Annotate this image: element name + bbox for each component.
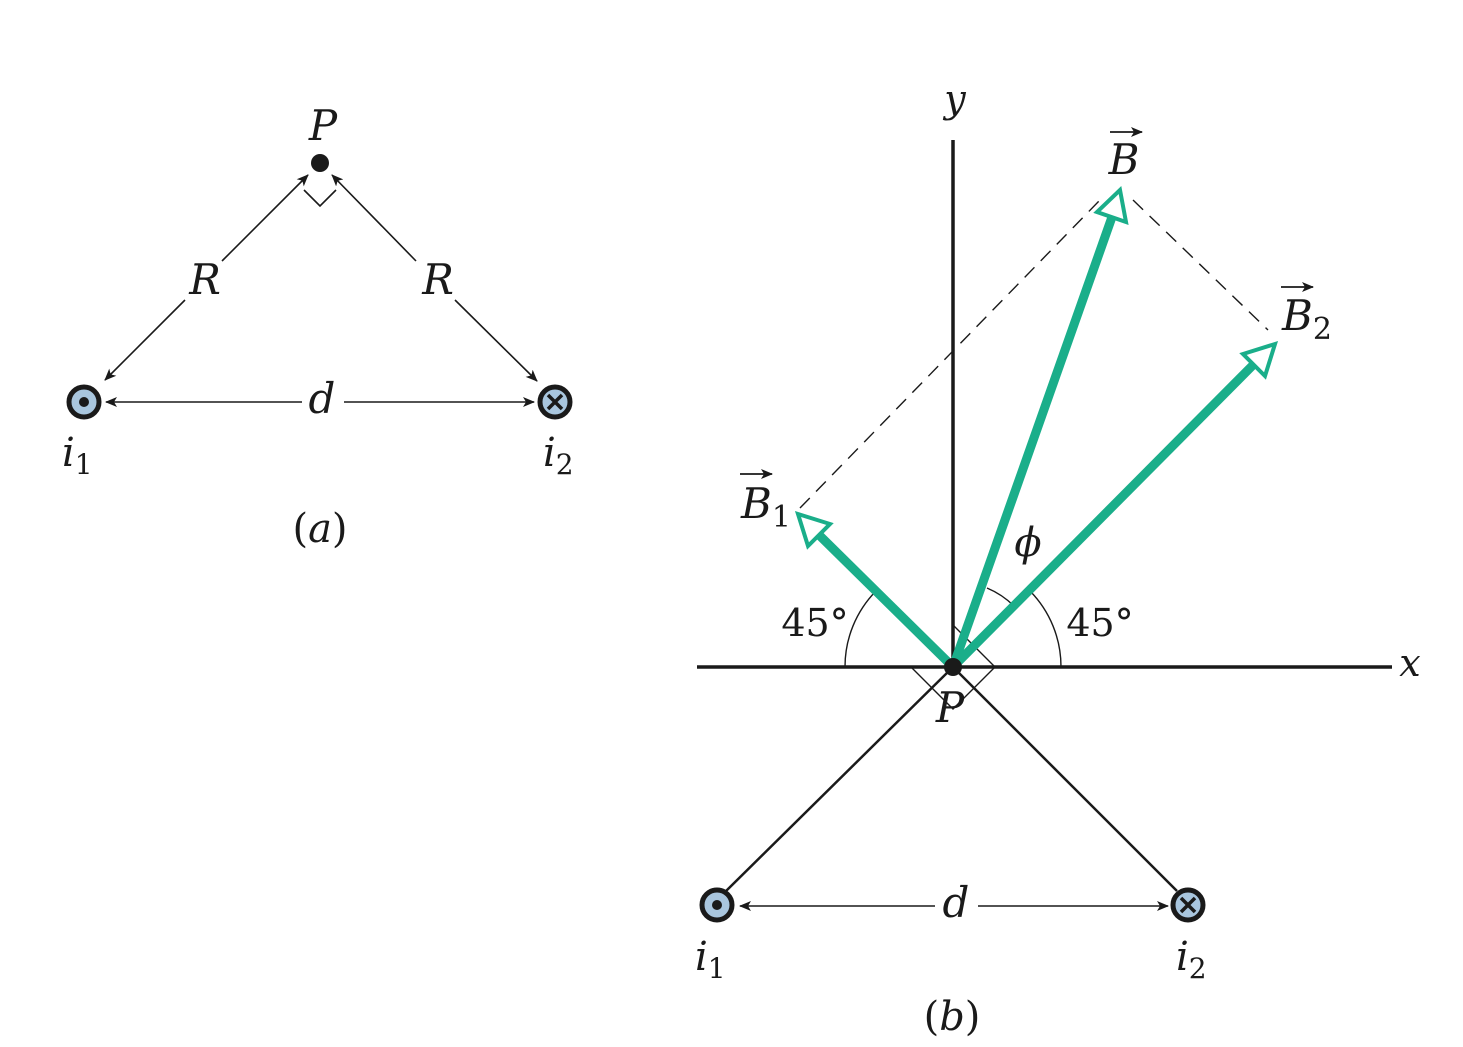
vector-b2 <box>949 340 1279 671</box>
out-of-page-dot-icon <box>66 384 102 420</box>
vector-b1 <box>794 510 957 671</box>
wire1-label-b: i1 <box>695 934 726 985</box>
separation-label: d <box>309 374 336 423</box>
angle-arc-left <box>844 590 877 668</box>
x-axis-label: x <box>1399 641 1420 685</box>
wire2-label: i2 <box>543 430 574 481</box>
into-page-cross-icon <box>1170 887 1206 923</box>
caption-a: (a) <box>292 506 347 552</box>
svg-text:B2: B2 <box>1281 291 1332 347</box>
vector1-label: B1 <box>740 469 791 535</box>
distance-line-left <box>104 299 186 381</box>
angle-arc-right <box>1029 590 1062 668</box>
right-angle-mark <box>303 189 337 208</box>
line-p-to-wire2 <box>952 666 1178 892</box>
svg-text:B1: B1 <box>740 479 791 535</box>
vector2-label: B2 <box>1281 282 1332 347</box>
left-angle-label: 45° <box>781 601 848 645</box>
panel-b: y x P B B2 B1 ϕ 45° 45° d i1 i2 (b) <box>695 77 1421 1040</box>
vector-b-net <box>948 186 1129 669</box>
panel-a: P R R d i1 i2 (a) <box>62 101 574 552</box>
wire1-label: i1 <box>62 430 93 481</box>
point-p-label: P <box>308 101 338 150</box>
separation-label-b: d <box>943 878 970 927</box>
point-p-dot <box>311 154 329 172</box>
dashed-line-b1-to-b <box>799 199 1101 509</box>
right-distance-label: R <box>421 255 454 304</box>
point-p-label-b: P <box>935 683 965 732</box>
dashed-line-b-to-b2 <box>1132 199 1269 331</box>
phi-label: ϕ <box>1014 520 1041 566</box>
caption-b: (b) <box>924 994 981 1040</box>
line-p-to-wire1 <box>723 666 954 894</box>
right-angle-label: 45° <box>1066 601 1133 645</box>
net-vector-label: B <box>1108 127 1143 184</box>
distance-line-left-upper <box>221 174 309 262</box>
into-page-cross-icon <box>537 384 573 420</box>
left-distance-label: R <box>188 255 221 304</box>
svg-text:B: B <box>1108 135 1140 184</box>
point-p-dot-b <box>944 658 962 676</box>
distance-line-right <box>454 299 538 382</box>
distance-line-right-upper <box>331 174 417 262</box>
y-axis-label: y <box>942 77 966 121</box>
out-of-page-dot-icon <box>699 887 735 923</box>
wire2-label-b: i2 <box>1176 934 1207 985</box>
